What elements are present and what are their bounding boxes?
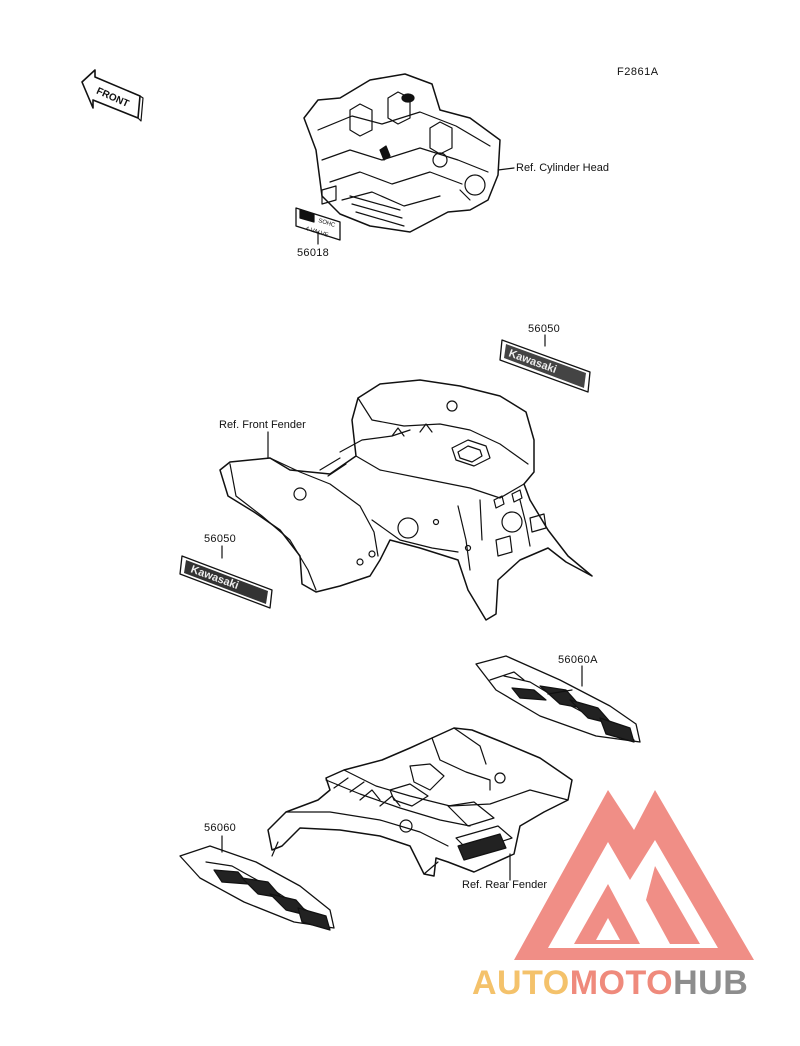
emblem-56050-upper-drawing: Kawasaki <box>499 339 591 393</box>
leader-cylinder-head <box>497 167 515 171</box>
decal-56060-drawing <box>179 845 335 931</box>
ref-front-fender-label: Ref. Front Fender <box>219 419 306 431</box>
part-number-56050-lower: 56050 <box>204 533 237 545</box>
ref-rear-fender-label: Ref. Rear Fender <box>462 879 547 891</box>
front-fender-drawing <box>219 379 593 621</box>
part-number-56050-upper: 56050 <box>528 323 561 335</box>
rear-fender-drawing <box>267 727 573 877</box>
watermark-moto: MOTO <box>569 964 674 1002</box>
part-number-56060A: 56060A <box>558 654 598 666</box>
ref-cylinder-head-label: Ref. Cylinder Head <box>516 162 609 174</box>
watermark-hub: HUB <box>673 964 749 1002</box>
watermark-auto: AUTO <box>472 964 570 1002</box>
watermark-logo-icon <box>514 790 754 960</box>
decal-56060A-drawing <box>475 655 641 743</box>
part-number-56018: 56018 <box>297 247 330 259</box>
cylinder-head-drawing <box>303 73 501 233</box>
svg-text:SOHC: SOHC <box>317 218 336 229</box>
emblem-56050-lower-drawing: Kawasaki <box>179 555 273 609</box>
watermark-text: AUTOMOTOHUB <box>472 966 748 1000</box>
figure-code: F2861A <box>617 66 659 78</box>
front-arrow-icon: FRONT <box>81 69 144 122</box>
part-number-56060: 56060 <box>204 822 237 834</box>
